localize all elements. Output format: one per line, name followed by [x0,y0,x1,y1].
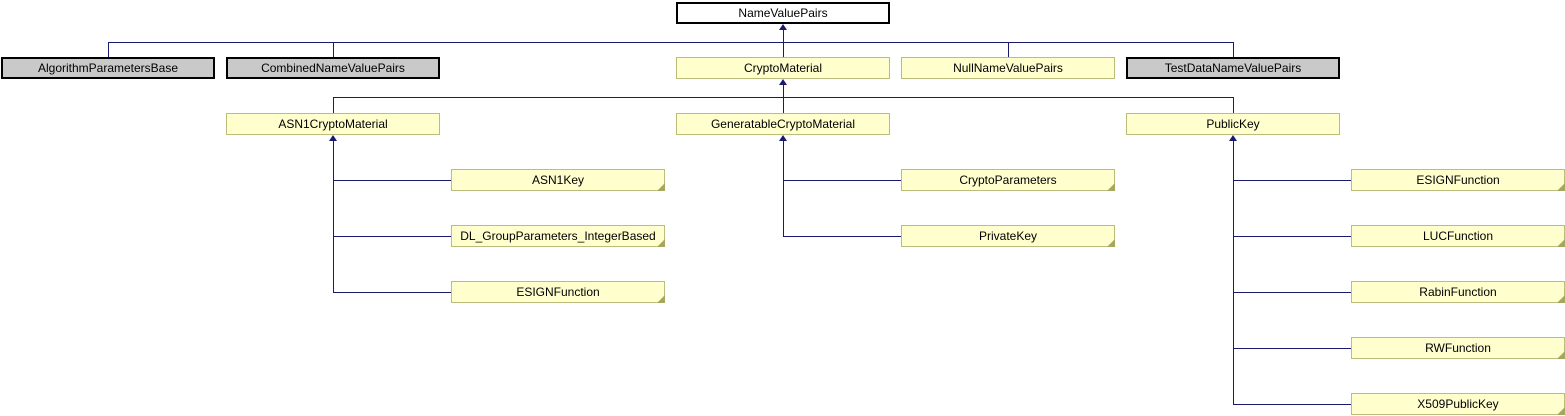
connector-line [108,42,1233,43]
class-node-label: RabinFunction [1419,285,1497,299]
folded-corner-icon [1557,183,1565,191]
connector-line [108,42,109,57]
arrow-up-icon [779,135,787,141]
class-node-label: GeneratableCryptoMaterial [710,117,856,131]
connector-line [783,85,784,113]
folded-corner-icon [1107,239,1115,247]
connector-line [1233,348,1351,349]
class-node-label: AlgorithmParametersBase [37,61,179,75]
class-node-asn1cryptomaterial[interactable]: ASN1CryptoMaterial [226,113,440,135]
folded-corner-icon [1557,295,1565,303]
folded-corner-icon [657,295,665,303]
connector-line [333,180,451,181]
connector-line [1233,42,1234,57]
class-node-cryptoparameters[interactable]: CryptoParameters [901,169,1115,191]
class-node-namevaluepairs[interactable]: NameValuePairs [676,2,890,24]
connector-line [1233,97,1234,113]
class-node-label: DL_GroupParameters_IntegerBased [460,229,656,243]
class-node-x509publickey[interactable]: X509PublicKey [1351,393,1565,415]
folded-corner-icon [657,183,665,191]
class-node-generatablecryptomaterial[interactable]: GeneratableCryptoMaterial [676,113,890,135]
folded-corner-icon [657,239,665,247]
class-node-label: LUCFunction [1422,229,1494,243]
connector-line [333,97,334,113]
class-node-lucfunction[interactable]: LUCFunction [1351,225,1565,247]
arrow-up-icon [1229,135,1237,141]
connector-line [333,292,451,293]
connector-line [1233,292,1351,293]
class-node-algorithmparametersbase[interactable]: AlgorithmParametersBase [1,57,215,79]
connector-line [1233,180,1351,181]
class-node-rabinfunction[interactable]: RabinFunction [1351,281,1565,303]
class-node-combinednamevaluepairs[interactable]: CombinedNameValuePairs [226,57,440,79]
connector-line [333,236,451,237]
class-node-asn1key[interactable]: ASN1Key [451,169,665,191]
connector-line [333,42,334,57]
connector-line [1233,236,1351,237]
class-node-label: ESIGNFunction [516,285,600,299]
class-node-esignfunction-publickey[interactable]: ESIGNFunction [1351,169,1565,191]
class-node-esignfunction-asn1[interactable]: ESIGNFunction [451,281,665,303]
class-node-label: PrivateKey [978,229,1038,243]
class-node-label: RWFunction [1425,341,1491,355]
connector-line [1008,42,1009,57]
connector-line [1233,404,1351,405]
class-node-cryptomaterial[interactable]: CryptoMaterial [676,57,890,79]
class-node-privatekey[interactable]: PrivateKey [901,225,1115,247]
class-node-dl-groupparameters-integerbased[interactable]: DL_GroupParameters_IntegerBased [451,225,665,247]
class-node-label: CombinedNameValuePairs [261,61,405,75]
folded-corner-icon [1557,239,1565,247]
connector-line [1233,140,1234,404]
arrow-up-icon [329,135,337,141]
class-node-label: X509PublicKey [1417,397,1499,411]
connector-line [783,140,784,236]
connector-line [783,180,901,181]
connector-line [783,30,784,57]
class-node-testdatanamevaluepairs[interactable]: TestDataNameValuePairs [1126,57,1340,79]
class-node-label: ASN1Key [531,173,585,187]
folded-corner-icon [1557,407,1565,415]
class-node-label: NullNameValuePairs [953,61,1063,75]
arrow-up-icon [779,79,787,85]
class-node-label: NameValuePairs [738,6,828,20]
class-node-nullnamevaluepairs[interactable]: NullNameValuePairs [901,57,1115,79]
class-node-label: TestDataNameValuePairs [1164,61,1302,75]
arrow-up-icon [779,24,787,30]
connector-line [783,236,901,237]
class-node-label: PublicKey [1206,117,1260,131]
class-node-rwfunction[interactable]: RWFunction [1351,337,1565,359]
class-node-label: CryptoMaterial [743,61,823,75]
connector-line [333,140,334,292]
class-node-label: ESIGNFunction [1416,173,1500,187]
folded-corner-icon [1557,351,1565,359]
class-node-publickey[interactable]: PublicKey [1126,113,1340,135]
folded-corner-icon [1107,183,1115,191]
class-node-label: ASN1CryptoMaterial [278,117,388,131]
class-node-label: CryptoParameters [959,173,1057,187]
